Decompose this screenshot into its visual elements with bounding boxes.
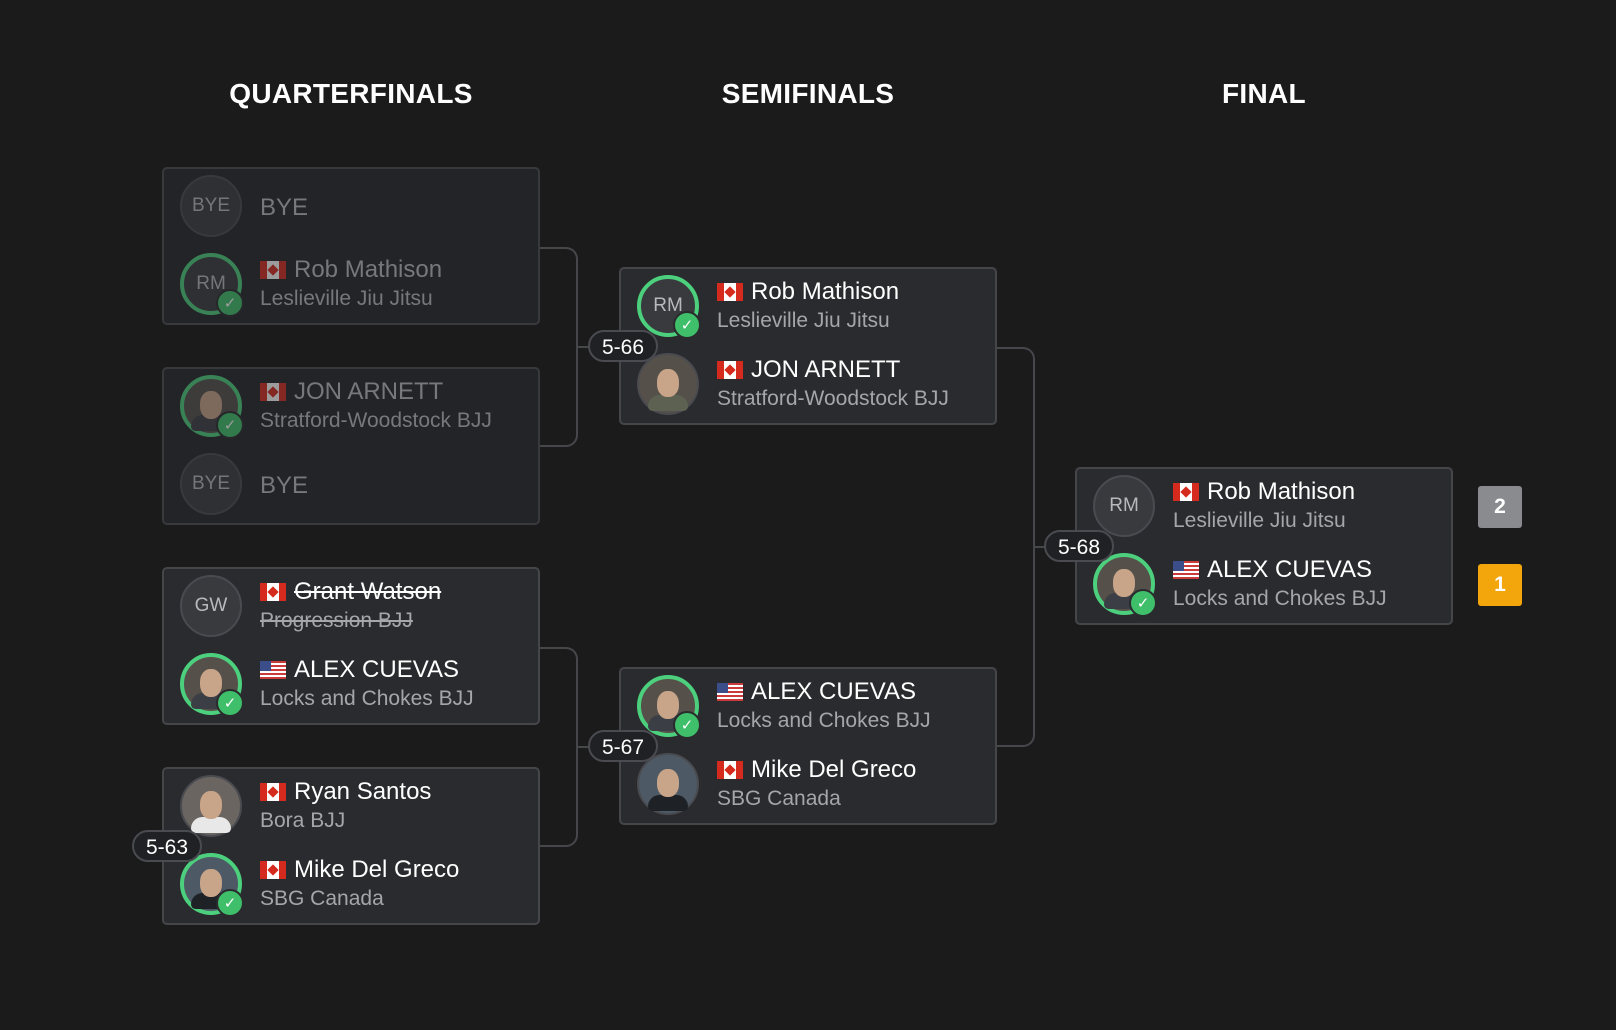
canada-flag-icon <box>260 861 286 879</box>
competitor-slot[interactable]: RM Rob Mathison Leslieville Jiu Jitsu <box>1077 471 1451 541</box>
avatar: ✓ <box>637 675 701 739</box>
match-id-badge: 5-68 <box>1044 530 1115 562</box>
check-circle-icon: ✓ <box>1129 589 1157 617</box>
bracket-connector <box>997 347 1035 747</box>
competitor-name: ALEX CUEVAS <box>751 678 916 705</box>
canada-flag-icon <box>260 261 286 279</box>
canada-flag-icon <box>260 583 286 601</box>
match-card-final[interactable]: RM Rob Mathison Leslieville Jiu Jitsu ✓ … <box>1075 467 1453 625</box>
round-title-final: FINAL <box>1222 78 1306 109</box>
avatar: BYE <box>180 453 242 515</box>
usa-flag-icon <box>717 683 743 701</box>
competitor-team: Stratford-Woodstock BJJ <box>717 387 949 410</box>
avatar: ✓ <box>1093 553 1157 617</box>
competitor-team: Locks and Chokes BJJ <box>717 709 931 732</box>
competitor-team: Leslieville Jiu Jitsu <box>260 287 433 310</box>
canada-flag-icon <box>260 383 286 401</box>
match-id-badge: 5-67 <box>588 730 659 762</box>
competitor-team: Locks and Chokes BJJ <box>1173 587 1387 610</box>
canada-flag-icon <box>717 361 743 379</box>
competitor-team: Leslieville Jiu Jitsu <box>1173 509 1346 532</box>
avatar: RM ✓ <box>180 253 244 317</box>
check-circle-icon: ✓ <box>673 711 701 739</box>
competitor-team: SBG Canada <box>260 887 384 910</box>
competitor-name: ALEX CUEVAS <box>1207 556 1372 583</box>
competitor-team: SBG Canada <box>717 787 841 810</box>
match-card-qf3[interactable]: GW Grant Watson Progression BJJ ✓ ALEX C… <box>162 567 540 725</box>
canada-flag-icon <box>717 761 743 779</box>
canada-flag-icon <box>717 283 743 301</box>
canada-flag-icon <box>1173 483 1199 501</box>
avatar: BYE <box>180 175 242 237</box>
competitor-slot[interactable]: GW Grant Watson Progression BJJ <box>164 571 538 641</box>
competitor-slot[interactable]: JON ARNETT Stratford-Woodstock BJJ <box>621 349 995 419</box>
match-card-qf4[interactable]: Ryan Santos Bora BJJ ✓ Mike Del Greco SB… <box>162 767 540 925</box>
competitor-name: Grant Watson <box>294 578 442 605</box>
usa-flag-icon <box>260 661 286 679</box>
competitor-slot[interactable]: ✓ ALEX CUEVAS Locks and Chokes BJJ <box>1077 549 1451 619</box>
match-card-sf2[interactable]: ✓ ALEX CUEVAS Locks and Chokes BJJ Mike … <box>619 667 997 825</box>
match-card-qf1[interactable]: BYE BYE RM ✓ Rob Mathison Leslieville Ji… <box>162 167 540 325</box>
round-title-quarterfinals: QUARTERFINALS <box>229 78 473 109</box>
check-circle-icon: ✓ <box>216 289 244 317</box>
competitor-slot[interactable]: ✓ ALEX CUEVAS Locks and Chokes BJJ <box>621 671 995 741</box>
competitor-name: Rob Mathison <box>294 256 443 283</box>
competitor-slot[interactable]: Ryan Santos Bora BJJ <box>164 771 538 841</box>
bracket-connector <box>540 247 578 447</box>
competitor-name: Mike Del Greco <box>294 856 460 883</box>
competitor-slot[interactable]: Mike Del Greco SBG Canada <box>621 749 995 819</box>
competitor-name: JON ARNETT <box>751 356 901 383</box>
avatar <box>637 353 699 415</box>
competitor-slot[interactable]: BYE BYE <box>164 171 538 241</box>
check-circle-icon: ✓ <box>216 689 244 717</box>
competitor-team: Locks and Chokes BJJ <box>260 687 474 710</box>
competitor-name: Rob Mathison <box>751 278 900 305</box>
usa-flag-icon <box>1173 561 1199 579</box>
competitor-slot[interactable]: ✓ ALEX CUEVAS Locks and Chokes BJJ <box>164 649 538 719</box>
competitor-slot[interactable]: ✓ JON ARNETT Stratford-Woodstock BJJ <box>164 371 538 441</box>
bracket-connector <box>540 647 578 847</box>
score-box-loser: 2 <box>1478 486 1522 528</box>
match-card-qf2[interactable]: ✓ JON ARNETT Stratford-Woodstock BJJ BYE… <box>162 367 540 525</box>
round-title-semifinals: SEMIFINALS <box>721 78 895 109</box>
competitor-team: Stratford-Woodstock BJJ <box>260 409 492 432</box>
competitor-slot[interactable]: BYE BYE <box>164 449 538 519</box>
score-box-winner: 1 <box>1478 564 1522 606</box>
match-id-badge: 5-63 <box>132 830 203 862</box>
avatar <box>637 753 699 815</box>
competitor-name: ALEX CUEVAS <box>294 656 459 683</box>
avatar: RM ✓ <box>637 275 701 339</box>
check-circle-icon: ✓ <box>216 889 244 917</box>
competitor-team: Progression BJJ <box>260 609 413 632</box>
match-card-sf1[interactable]: RM ✓ Rob Mathison Leslieville Jiu Jitsu … <box>619 267 997 425</box>
avatar: ✓ <box>180 653 244 717</box>
competitor-team: Bora BJJ <box>260 809 346 832</box>
canada-flag-icon <box>260 783 286 801</box>
avatar: RM <box>1093 475 1155 537</box>
avatar: GW <box>180 575 242 637</box>
competitor-name: JON ARNETT <box>294 378 444 405</box>
avatar: ✓ <box>180 853 244 917</box>
check-circle-icon: ✓ <box>216 411 244 439</box>
competitor-slot[interactable]: RM ✓ Rob Mathison Leslieville Jiu Jitsu <box>621 271 995 341</box>
match-id-badge: 5-66 <box>588 330 659 362</box>
competitor-name: Ryan Santos <box>294 778 432 805</box>
competitor-slot[interactable]: ✓ Mike Del Greco SBG Canada <box>164 849 538 919</box>
check-circle-icon: ✓ <box>673 311 701 339</box>
competitor-slot[interactable]: RM ✓ Rob Mathison Leslieville Jiu Jitsu <box>164 249 538 319</box>
competitor-team: Leslieville Jiu Jitsu <box>717 309 890 332</box>
competitor-name: Mike Del Greco <box>751 756 917 783</box>
avatar: ✓ <box>180 375 244 439</box>
competitor-name: BYE <box>260 194 309 221</box>
competitor-name: BYE <box>260 472 309 499</box>
competitor-name: Rob Mathison <box>1207 478 1356 505</box>
avatar <box>180 775 242 837</box>
